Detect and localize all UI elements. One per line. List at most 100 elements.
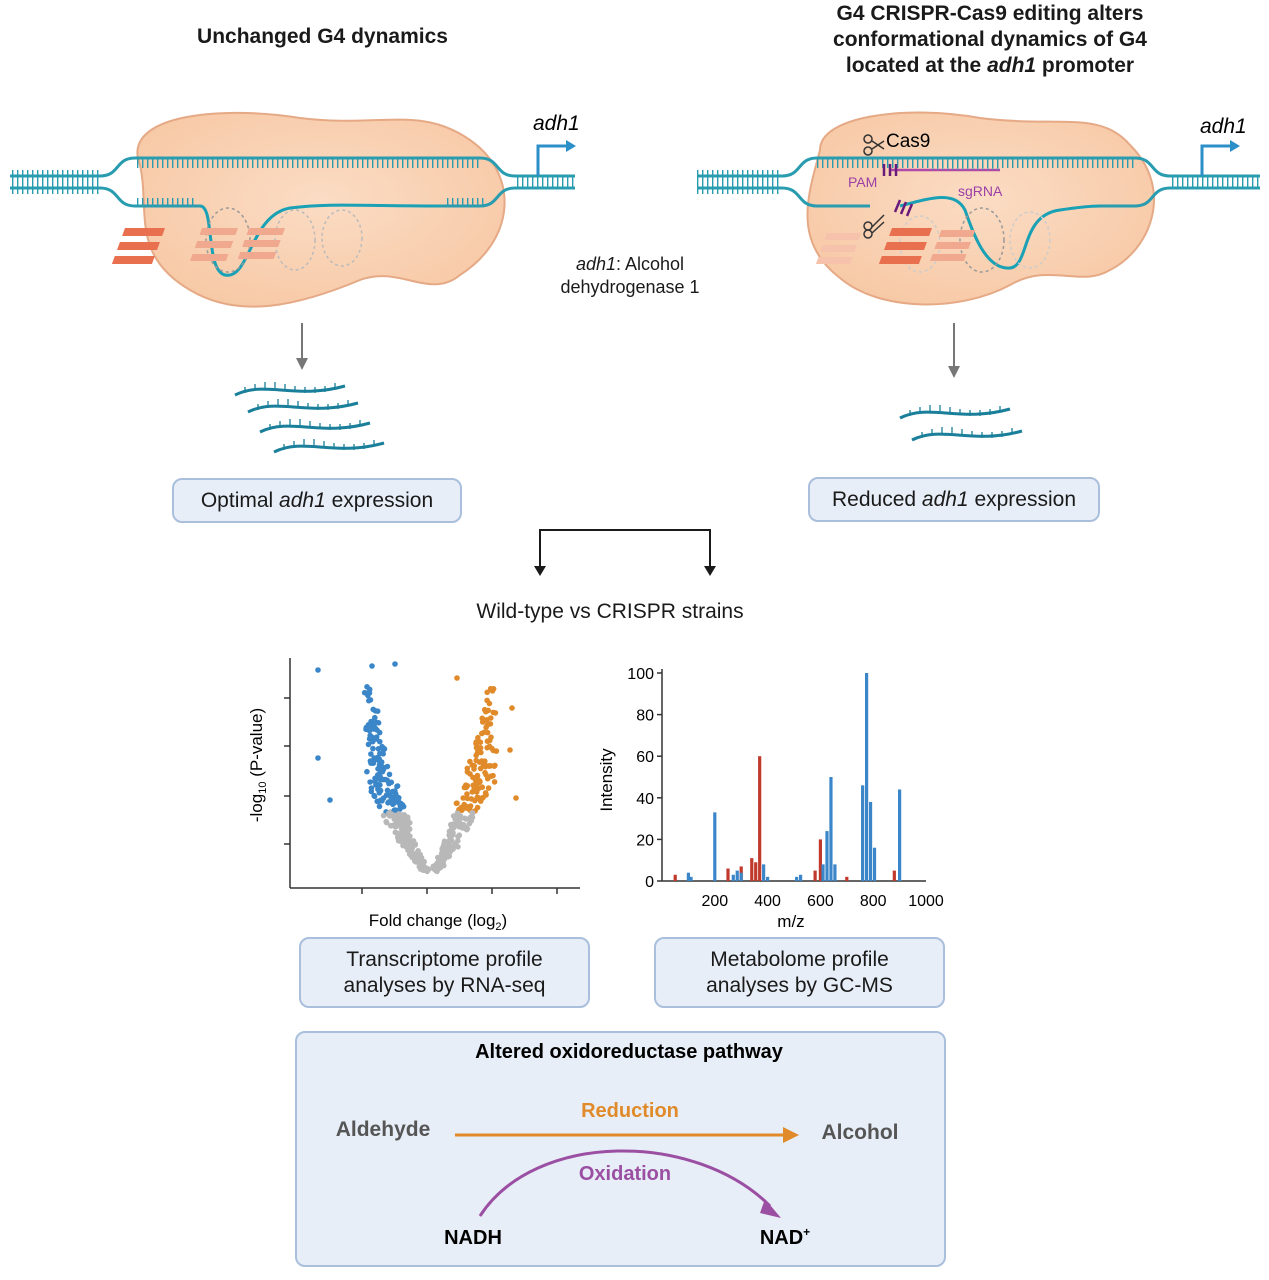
comparison-label: Wild-type vs CRISPR strains bbox=[476, 600, 744, 623]
volcano-point bbox=[364, 768, 370, 775]
volcano-point bbox=[364, 691, 371, 697]
volcano-point bbox=[486, 763, 492, 769]
volcano-point bbox=[380, 795, 387, 801]
substrate-label: Aldehyde bbox=[336, 1118, 431, 1141]
volcano-point bbox=[464, 769, 471, 775]
volcano-point bbox=[450, 831, 456, 838]
right-mrna-ticks bbox=[909, 405, 1013, 438]
ms-bar bbox=[689, 876, 693, 881]
volcano-point bbox=[450, 813, 457, 819]
volcano-point bbox=[372, 725, 379, 732]
oxidation-label: Oxidation bbox=[579, 1163, 671, 1185]
volcano-point bbox=[369, 738, 376, 745]
volcano-point bbox=[473, 739, 479, 745]
volcano-point bbox=[482, 790, 489, 796]
right-title-line3: located at the adh1 promoter bbox=[845, 54, 1135, 77]
pam-label: PAM bbox=[848, 174, 877, 190]
left-down-arrow bbox=[296, 323, 308, 370]
volcano-point bbox=[473, 757, 479, 764]
volcano-point bbox=[484, 689, 490, 696]
volcano-x-axis-label: Fold change (log2) bbox=[369, 911, 507, 933]
ms-x-tick-label: 1000 bbox=[908, 893, 944, 910]
ms-bar bbox=[861, 785, 865, 881]
volcano-point bbox=[400, 836, 406, 843]
ms-y-tick-label: 20 bbox=[636, 832, 654, 849]
volcano-point bbox=[372, 714, 378, 721]
ms-bar bbox=[892, 870, 896, 881]
volcano-point bbox=[456, 824, 463, 830]
ms-bar bbox=[754, 862, 758, 881]
product-label: Alcohol bbox=[822, 1121, 899, 1144]
volcano-point bbox=[507, 747, 513, 753]
volcano-point bbox=[462, 815, 468, 822]
right-panel-title: G4 CRISPR-Cas9 editing alters conformati… bbox=[760, 1, 1220, 79]
volcano-point bbox=[392, 661, 398, 667]
volcano-point bbox=[483, 724, 489, 731]
reduced-expression-box: Reduced adh1 expression bbox=[808, 477, 1100, 522]
volcano-point bbox=[454, 816, 461, 823]
volcano-point bbox=[375, 720, 382, 726]
ms-bar bbox=[762, 864, 766, 881]
volcano-point bbox=[489, 688, 496, 694]
volcano-point bbox=[472, 797, 478, 804]
volcano-point bbox=[377, 776, 384, 783]
transcriptome-box: Transcriptome profile analyses by RNA-se… bbox=[299, 937, 590, 1008]
volcano-point bbox=[375, 772, 381, 778]
volcano-point bbox=[407, 820, 413, 826]
volcano-point bbox=[327, 797, 333, 803]
volcano-point bbox=[477, 765, 484, 772]
ms-bar bbox=[868, 801, 873, 881]
volcano-point bbox=[484, 717, 490, 723]
ms-y-tick-label: 60 bbox=[636, 749, 654, 766]
volcano-point bbox=[513, 795, 519, 801]
volcano-point bbox=[469, 762, 475, 768]
volcano-point bbox=[460, 795, 466, 801]
volcano-point bbox=[464, 795, 471, 802]
split-arrow bbox=[534, 529, 716, 576]
volcano-point bbox=[395, 818, 401, 825]
volcano-point bbox=[404, 824, 411, 830]
volcano-point bbox=[464, 791, 470, 797]
volcano-plot: Fold change (log2) -log10 (P-value) bbox=[247, 658, 580, 933]
volcano-point bbox=[475, 734, 481, 741]
volcano-point bbox=[366, 686, 373, 693]
left-panel-title: Unchanged G4 dynamics bbox=[197, 25, 448, 48]
volcano-point bbox=[386, 810, 392, 816]
right-dna-strand bbox=[697, 156, 1260, 270]
volcano-point bbox=[491, 779, 498, 785]
pathway-title: Altered oxidoreductase pathway bbox=[475, 1041, 784, 1063]
ms-bar bbox=[898, 789, 902, 881]
volcano-point bbox=[477, 739, 484, 745]
volcano-point bbox=[376, 762, 383, 768]
pathway-diagram: Altered oxidoreductase pathway Aldehyde … bbox=[336, 1041, 899, 1249]
volcano-point bbox=[483, 708, 489, 715]
ms-y-tick-label: 0 bbox=[645, 874, 654, 891]
nadh-label: NADH bbox=[444, 1227, 502, 1249]
promoter-illustration: adh1 Cas9 PAM sgRNA bbox=[10, 111, 1260, 454]
volcano-point bbox=[398, 826, 405, 832]
left-dna-strand bbox=[10, 156, 575, 277]
volcano-point bbox=[487, 737, 493, 744]
volcano-point bbox=[487, 721, 494, 727]
right-title-line1: G4 CRISPR-Cas9 editing alters bbox=[836, 2, 1144, 25]
volcano-point bbox=[368, 719, 375, 725]
volcano-point bbox=[379, 769, 386, 775]
volcano-point bbox=[472, 785, 479, 792]
ms-bar bbox=[735, 870, 739, 881]
volcano-point bbox=[492, 762, 498, 769]
volcano-point bbox=[438, 860, 444, 867]
ms-x-tick-label: 200 bbox=[701, 893, 728, 910]
ms-bar bbox=[865, 673, 869, 881]
sgrna-label: sgRNA bbox=[958, 183, 1003, 199]
ms-bar bbox=[845, 876, 849, 881]
ms-bar bbox=[758, 756, 762, 881]
volcano-point bbox=[417, 851, 423, 858]
left-mrna-transcripts bbox=[234, 384, 385, 454]
volcano-point bbox=[376, 803, 383, 810]
volcano-point bbox=[473, 752, 479, 759]
reduction-label: Reduction bbox=[581, 1100, 679, 1122]
volcano-point bbox=[509, 705, 515, 711]
right-title-line2: conformational dynamics of G4 bbox=[833, 28, 1147, 51]
volcano-point bbox=[490, 709, 497, 716]
volcano-point bbox=[475, 747, 481, 754]
